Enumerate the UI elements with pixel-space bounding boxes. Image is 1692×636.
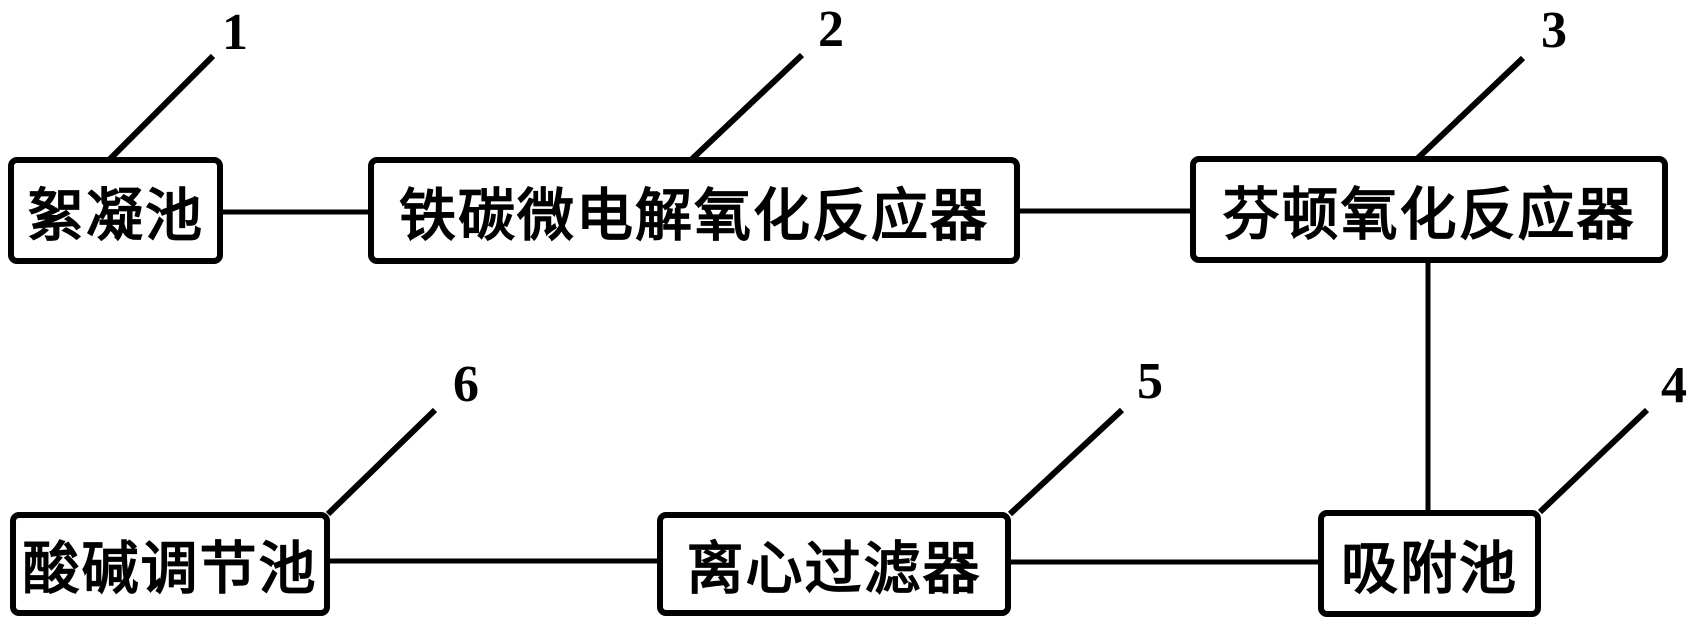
node-fenton-oxidation-reactor: 芬顿氧化反应器: [1190, 156, 1668, 263]
leader-line-5: [1007, 407, 1125, 517]
node-centrifugal-filter: 离心过滤器: [657, 512, 1011, 616]
ref-number-1: 1: [222, 4, 248, 61]
node-ironcarbon-microelectrolysis-oxidation-reactor: 铁碳微电解氧化反应器: [368, 157, 1020, 264]
leader-line-1: [107, 53, 216, 162]
node-acidbase-adjustment-tank: 酸碱调节池: [10, 512, 330, 616]
node-adsorption-tank: 吸附池: [1318, 510, 1541, 617]
ref-number-4: 4: [1661, 357, 1687, 414]
leader-line-3: [1415, 55, 1526, 161]
ref-number-2: 2: [818, 1, 844, 58]
node-flocculation-tank: 絮凝池: [8, 157, 223, 264]
ref-number-3: 3: [1541, 2, 1567, 59]
leader-line-4: [1537, 407, 1650, 515]
leader-line-6: [325, 407, 438, 517]
ref-number-6: 6: [453, 356, 479, 413]
leader-line-2: [689, 52, 805, 162]
ref-number-5: 5: [1137, 353, 1163, 410]
